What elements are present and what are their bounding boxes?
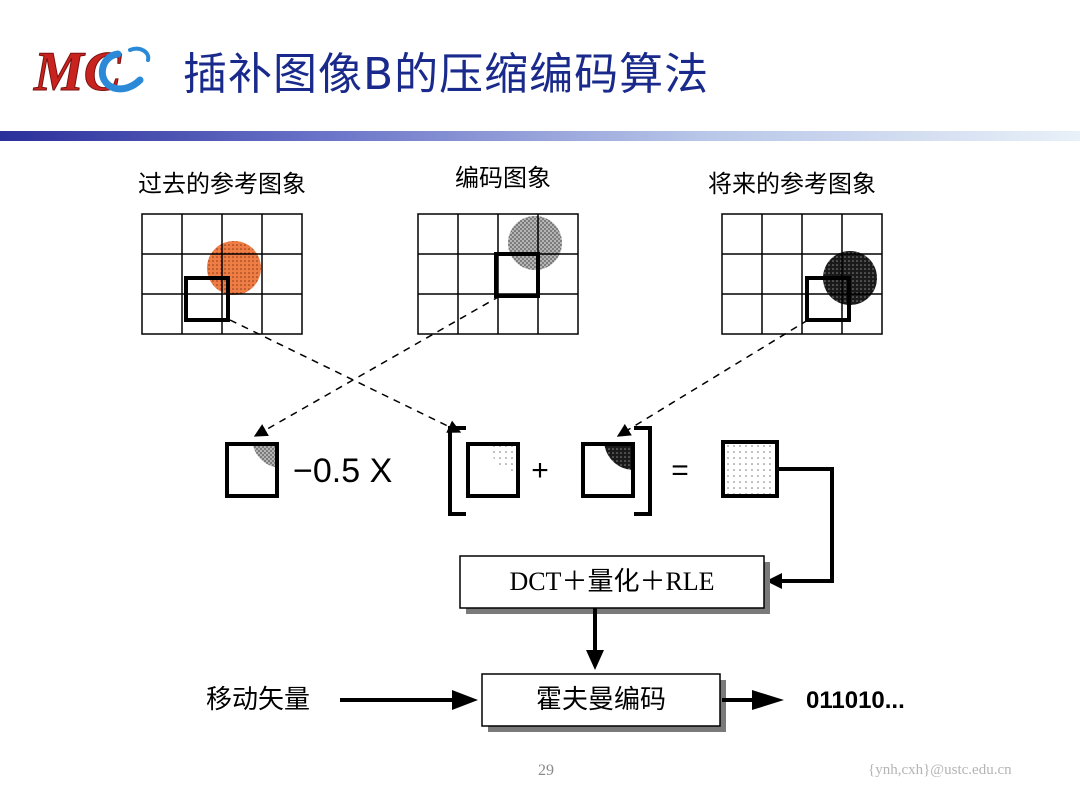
motion-vector-arrowhead	[452, 690, 478, 710]
past-reference-label: 过去的参考图象	[138, 170, 306, 198]
logo-c-stroke	[99, 50, 144, 93]
coded-object-circle	[508, 216, 562, 270]
huffman-coding-label: 霍夫曼编码	[536, 685, 666, 715]
motion-vector-label: 移动矢量	[206, 685, 310, 715]
huffman-coding-box: 霍夫曼编码	[481, 673, 726, 732]
left-bracket	[448, 426, 466, 516]
past-reference-frame	[141, 213, 303, 335]
logo-letter-m: MC	[33, 41, 122, 100]
past-prediction-block	[466, 442, 520, 498]
title-divider	[0, 131, 1080, 141]
past-matching-block	[184, 276, 230, 322]
coded-current-block	[494, 252, 540, 298]
dct-quant-rle-label: DCT＋量化＋RLE	[509, 567, 714, 596]
equals-sign: =	[671, 454, 689, 487]
right-bracket	[634, 426, 652, 516]
residual-to-dct-arrowhead	[766, 573, 782, 589]
current-block	[225, 442, 279, 498]
dct-quant-rle-box: DCT＋量化＋RLE	[459, 555, 770, 614]
coded-picture-label: 编码图象	[455, 164, 551, 192]
future-prediction-block	[581, 442, 635, 498]
footer-email: {ynh,cxh}@ustc.edu.cn	[868, 762, 1012, 778]
coded-to-first-block-arrow	[253, 295, 501, 437]
slide-title: 插补图像B的压缩编码算法	[183, 49, 710, 100]
coded-frame	[417, 213, 579, 335]
page-number: 29	[538, 762, 554, 779]
dct-to-huffman-arrowhead	[586, 650, 604, 670]
future-reference-frame	[721, 213, 883, 335]
output-arrowhead	[752, 690, 784, 710]
future-to-bracket-arrow	[616, 319, 809, 437]
residual-to-dct-connector	[777, 467, 834, 583]
residual-block	[721, 440, 779, 498]
minus-half-times-label: −0.5 X	[293, 452, 392, 490]
past-to-bracket-arrow	[229, 319, 462, 433]
prediction-equation: −0.5 X + =	[225, 426, 779, 516]
future-reference-label: 将来的参考图象	[708, 170, 876, 198]
future-matching-block	[805, 276, 851, 322]
plus-sign: +	[531, 454, 549, 487]
mc-logo: MC	[33, 41, 151, 100]
output-bitstream: 011010...	[806, 687, 905, 714]
logo-c-tail	[128, 46, 151, 62]
past-object-circle	[207, 241, 261, 295]
